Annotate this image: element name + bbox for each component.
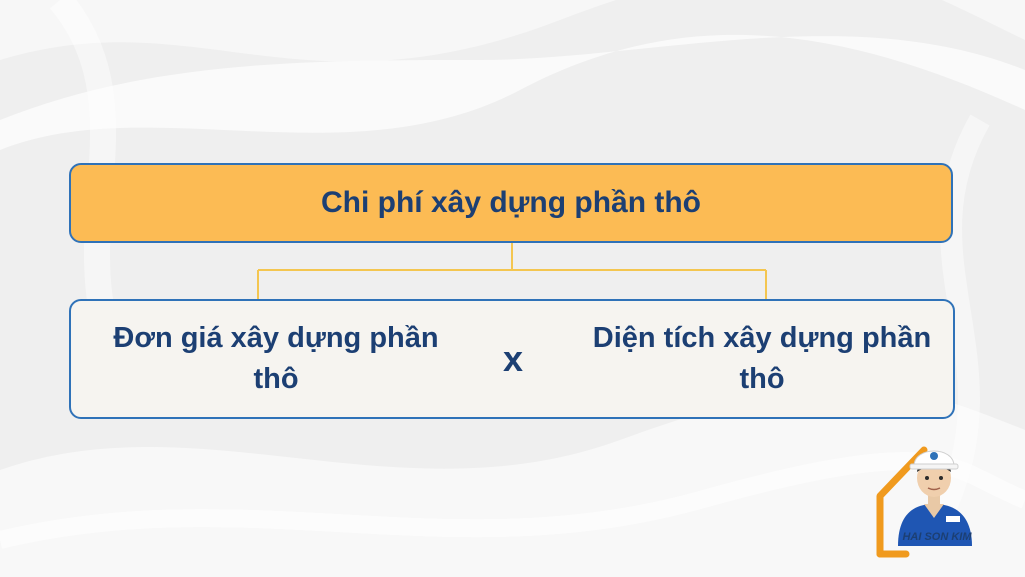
unit-price-term: Đơn giá xây dựng phần thô xyxy=(113,322,439,395)
brand-logo-mascot xyxy=(876,446,972,558)
total-cost-label: Chi phí xây dựng phần thô xyxy=(320,186,702,219)
multiply-operator: x xyxy=(502,338,524,379)
formula-box: Đơn giá xây dựng phần thô x Diện tích xâ… xyxy=(69,299,955,419)
brand-name: HAI SON KIM xyxy=(902,531,972,543)
area-term: Diện tích xây dựng phần thô xyxy=(592,322,932,395)
total-cost-box: Chi phí xây dựng phần thô xyxy=(69,163,953,243)
